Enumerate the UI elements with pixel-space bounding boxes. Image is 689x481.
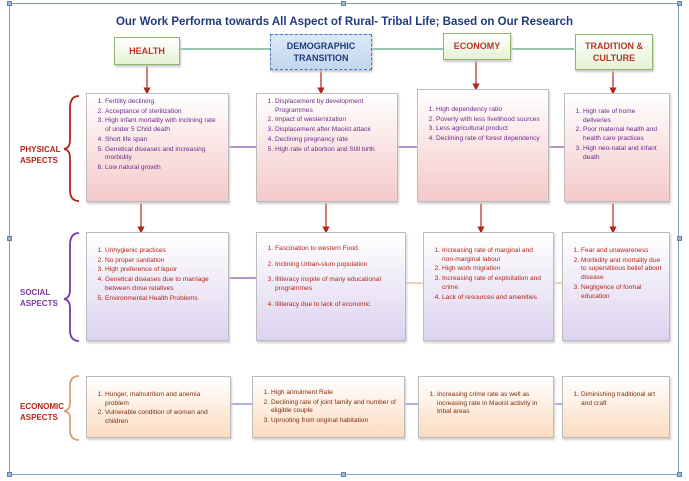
social-card-economy[interactable]: Increasing rate of marginal and non-marg… [423, 232, 554, 341]
list-item: Vulnerable condition of women and childr… [105, 409, 224, 426]
economic-brace [63, 375, 80, 441]
list-item: No proper sanitation [105, 257, 222, 266]
economic-card-economy[interactable]: Increasing crime rate as well as increas… [418, 376, 554, 438]
list-item: Short life span [105, 136, 222, 145]
list-item: Hunger, malnutrition and anemia problem [105, 391, 224, 408]
economic-card-tradition[interactable]: Diminishing traditional art and craft [562, 376, 670, 438]
resize-handle-bottom-left[interactable] [7, 472, 12, 477]
list-item: Diminishing traditional art and craft [581, 391, 663, 408]
list-item: Morbidity and mortality due to superstit… [581, 257, 663, 283]
header-health[interactable]: HEALTH [114, 37, 180, 65]
list-item: Lack of resources and amenities [442, 294, 547, 303]
physical-list-health: Fertility declining Acceptance of steril… [93, 98, 222, 173]
list-item: High rate of abortion and Still birth [275, 146, 391, 155]
list-item: Genetical diseases due to marriage betwe… [105, 276, 222, 293]
economic-card-demographic[interactable]: High annulment Rate Declining rate of jo… [252, 376, 405, 438]
list-item: Acceptance of sterilization [105, 108, 222, 117]
list-item: Negligence of formal education [581, 284, 663, 301]
list-item: Illiteracy inspite of many educational p… [275, 276, 399, 293]
list-item: High preference of liquor [105, 266, 222, 275]
economic-list-demographic: High annulment Rate Declining rate of jo… [259, 389, 398, 426]
list-item: Impact of westernization [275, 116, 391, 125]
list-item: Uprooting from original habitation [271, 417, 398, 426]
list-item: Illiteracy due to lack of economic [275, 301, 399, 310]
physical-list-tradition: High rate of home deliveries Poor matern… [571, 108, 663, 162]
physical-card-demographic[interactable]: Displacement by development Programmes I… [256, 93, 398, 202]
economic-list-health: Hunger, malnutrition and anemia problem … [93, 391, 224, 427]
list-item: High annulment Rate [271, 389, 398, 398]
list-item: High rate of home deliveries [583, 108, 663, 125]
header-demographic-transition[interactable]: DEMOGRAPHIC TRANSITION [270, 34, 372, 70]
physical-card-health[interactable]: Fertility declining Acceptance of steril… [86, 93, 229, 202]
list-item: Increasing rate of exploitation and crim… [442, 275, 547, 292]
list-item: Declining pregnancy rate [275, 136, 391, 145]
list-item: Environmental Health Problems [105, 295, 222, 304]
list-item: Low natural growth [105, 164, 222, 173]
economic-list-tradition: Diminishing traditional art and craft [569, 391, 663, 408]
resize-handle-top-right[interactable] [677, 1, 682, 6]
list-item: Displacement after Maoist attack [275, 126, 391, 135]
list-item: Displacement by development Programmes [275, 98, 391, 115]
physical-card-economy[interactable]: High dependency ratio Poverty with less … [417, 89, 549, 202]
social-list-health: Unhygienic practices No proper sanitatio… [93, 247, 222, 303]
social-card-tradition[interactable]: Fear and unawareness Morbidity and morta… [562, 232, 670, 341]
list-item: Increasing crime rate as well as increas… [437, 391, 547, 417]
list-item: Inclining Urban-slum population [275, 261, 399, 270]
row-label-social: SOCIAL ASPECTS [20, 288, 58, 308]
economic-list-economy: Increasing crime rate as well as increas… [425, 391, 547, 417]
list-item: Declining rate of forest dependency [436, 135, 542, 144]
resize-handle-right[interactable] [677, 236, 682, 241]
list-item: Poor maternal health and health care pra… [583, 126, 663, 143]
row-label-physical: PHYSICAL ASPECTS [20, 145, 61, 165]
row-label-economic: ECONOMIC ASPECTS [20, 402, 64, 422]
physical-brace [63, 95, 80, 202]
list-item: Increasing rate of marginal and non-marg… [442, 247, 547, 264]
social-brace [63, 232, 80, 342]
social-list-demographic: Fascination to western Food Inclining Ur… [263, 245, 399, 310]
physical-card-tradition[interactable]: High rate of home deliveries Poor matern… [564, 93, 670, 202]
social-card-health[interactable]: Unhygienic practices No proper sanitatio… [86, 232, 229, 341]
social-list-tradition: Fear and unawareness Morbidity and morta… [569, 247, 663, 301]
diagram-title: Our Work Performa towards All Aspect of … [115, 16, 574, 28]
list-item: Genetical diseases and increasing morbid… [105, 146, 222, 163]
resize-handle-top-left[interactable] [7, 1, 12, 6]
resize-handle-left[interactable] [7, 236, 12, 241]
list-item: Fertility declining [105, 98, 222, 107]
list-item: Unhygienic practices [105, 247, 222, 256]
list-item: Poverty with less livelihood sources [436, 116, 542, 125]
social-card-demographic[interactable]: Fascination to western Food Inclining Ur… [256, 232, 406, 341]
list-item: High work migration [442, 265, 547, 274]
list-item: Fascination to western Food [275, 245, 399, 254]
header-tradition-culture[interactable]: TRADITION & CULTURE [575, 34, 653, 70]
physical-list-demographic: Displacement by development Programmes I… [263, 98, 391, 154]
resize-handle-bottom[interactable] [341, 472, 346, 477]
resize-handle-top[interactable] [341, 1, 346, 6]
list-item: High neo-natal and infant death [583, 145, 663, 162]
resize-handle-bottom-right[interactable] [677, 472, 682, 477]
list-item: High infant mortality with inclining rat… [105, 117, 222, 134]
list-item: Less agricultural product [436, 125, 542, 134]
list-item: Fear and unawareness [581, 247, 663, 256]
list-item: Declining rate of joint family and numbe… [271, 399, 398, 416]
social-list-economy: Increasing rate of marginal and non-marg… [430, 247, 547, 302]
header-economy[interactable]: ECONOMY [443, 33, 511, 60]
list-item: High dependency ratio [436, 106, 542, 115]
physical-list-economy: High dependency ratio Poverty with less … [424, 106, 542, 144]
economic-card-health[interactable]: Hunger, malnutrition and anemia problem … [86, 376, 231, 438]
